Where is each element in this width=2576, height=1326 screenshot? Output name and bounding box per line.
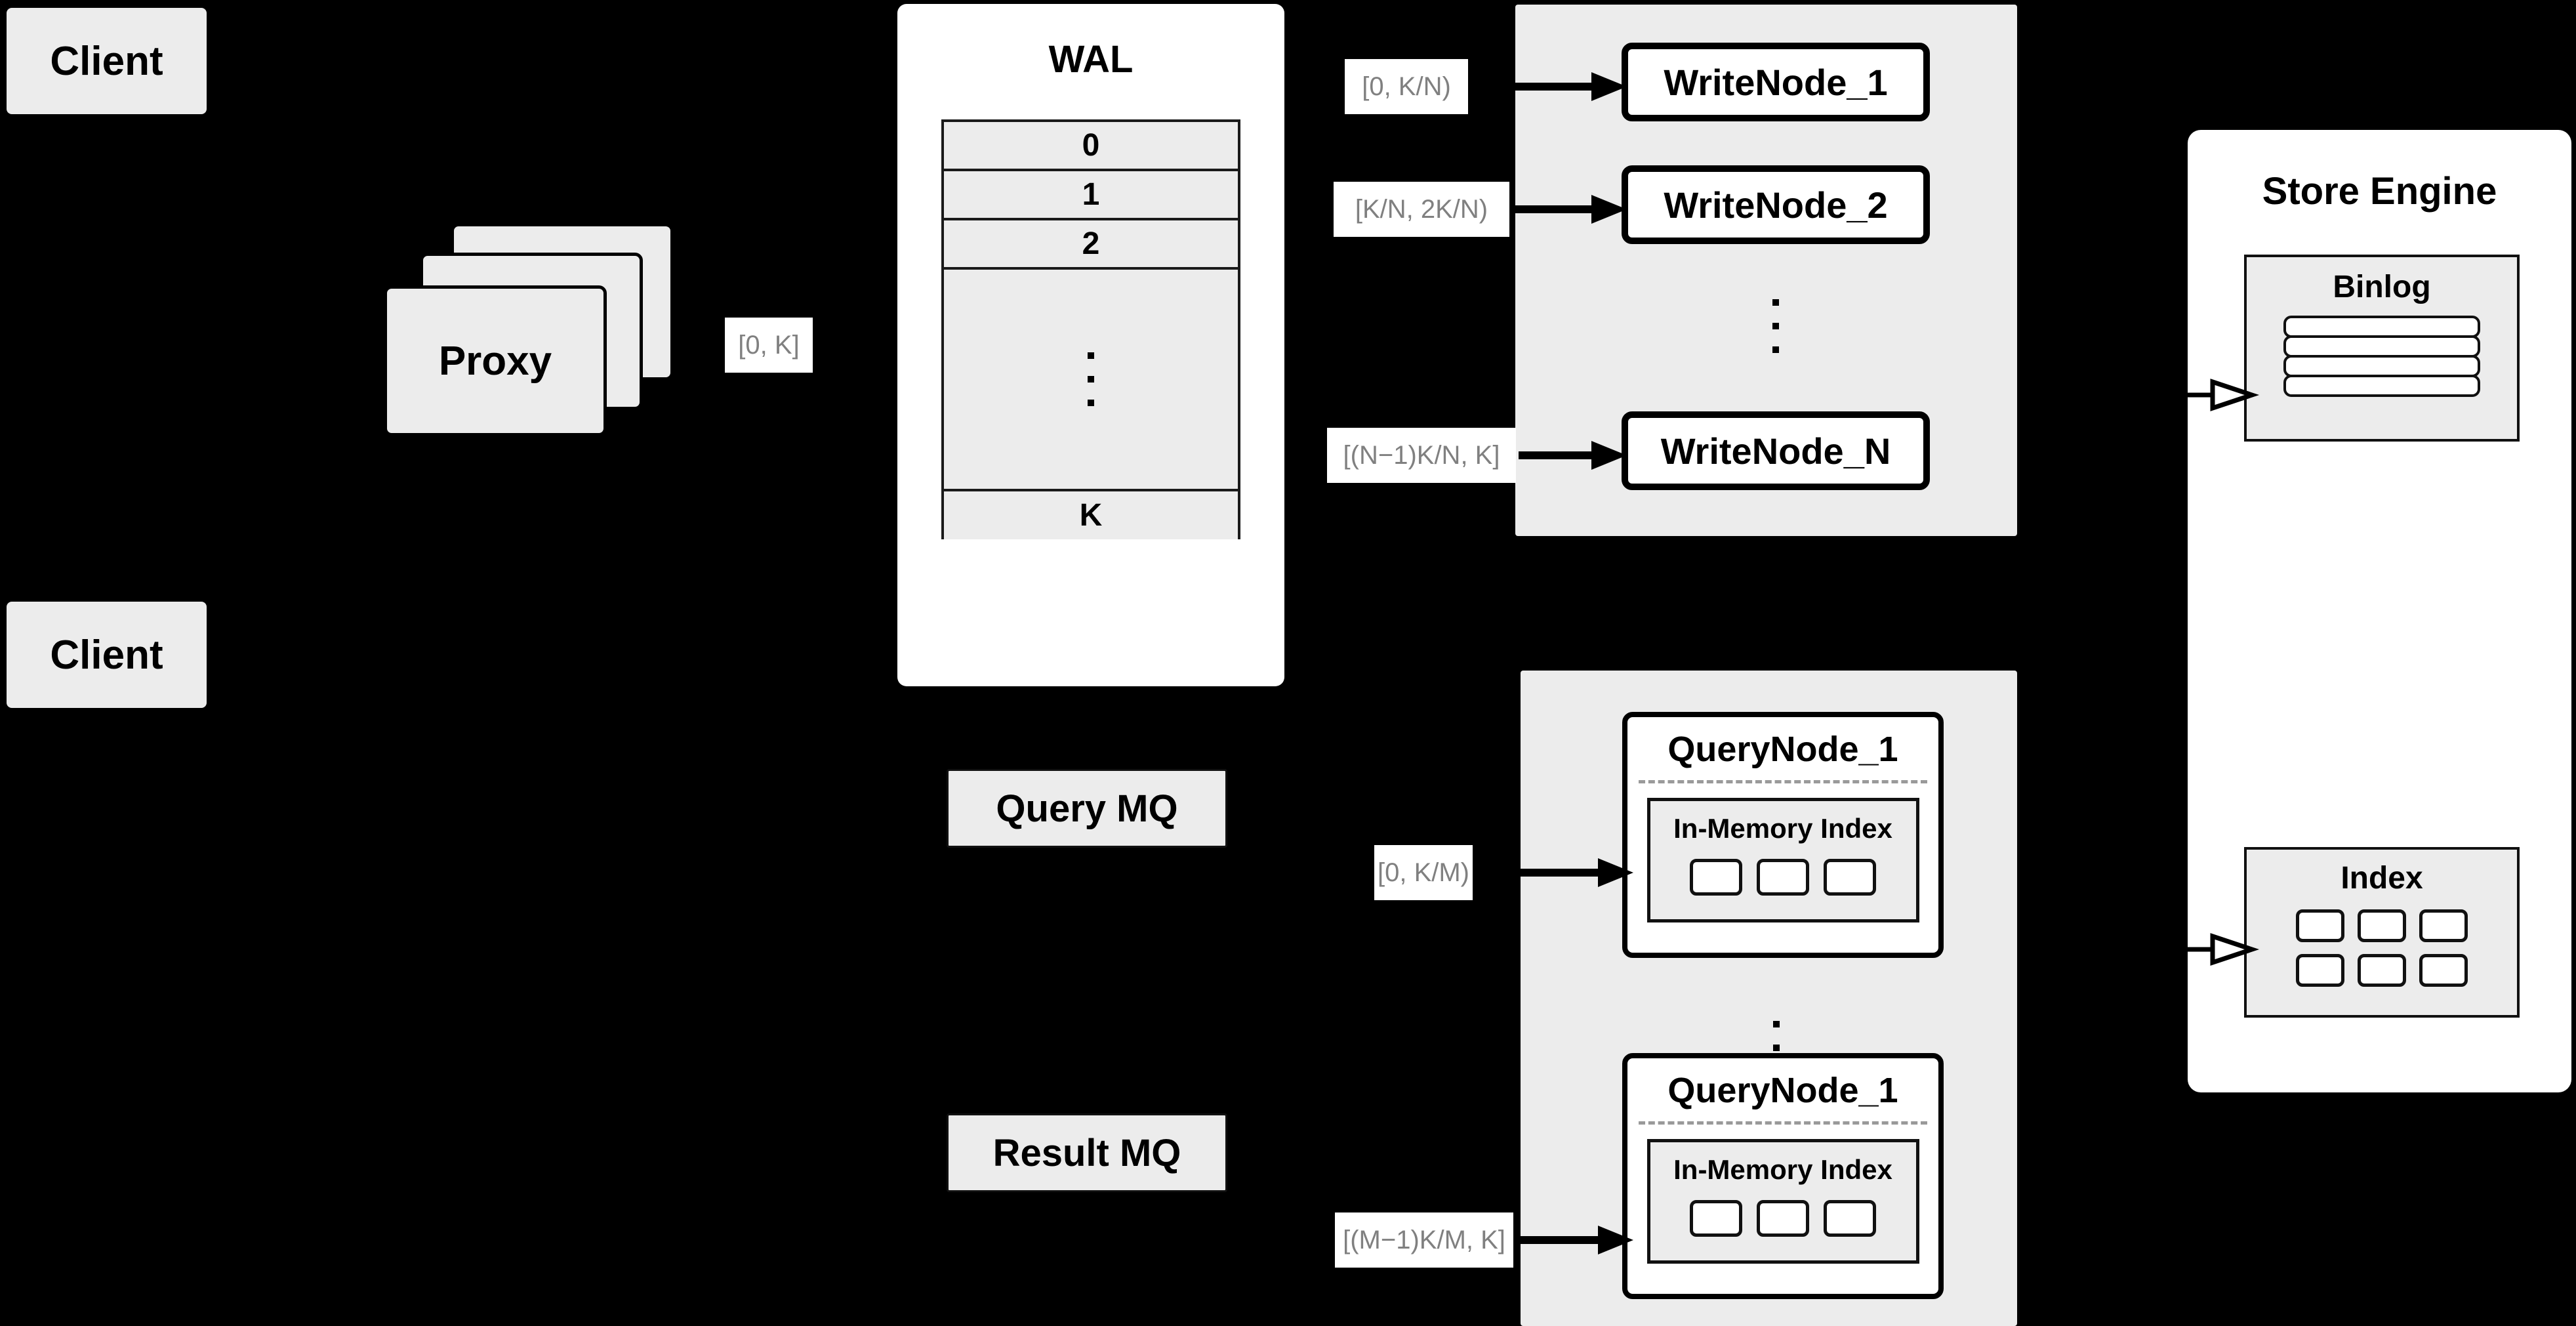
query-mq-label: Query MQ xyxy=(996,787,1178,830)
write-node-1-range-label: [0, K/N) xyxy=(1345,59,1468,114)
binlog-row xyxy=(2283,375,2480,397)
vertical-ellipsis-icon xyxy=(1088,352,1094,406)
query-node-2-index-title: In-Memory Index xyxy=(1673,1154,1892,1185)
index-cell xyxy=(2419,954,2468,987)
query-node-2-index-slots xyxy=(1690,1200,1876,1237)
arrow-to-binlog xyxy=(2186,379,2260,411)
index-slot xyxy=(1824,859,1876,896)
index-slot xyxy=(1690,859,1742,896)
index-slot xyxy=(1824,1200,1876,1237)
proxy-label: Proxy xyxy=(438,338,552,384)
wal-row-0: 0 xyxy=(944,122,1238,171)
index-slot xyxy=(1690,1200,1742,1237)
store-index-grid xyxy=(2296,909,2468,987)
index-cell xyxy=(2296,954,2344,987)
arrow-to-write-node-n xyxy=(1519,441,1627,470)
binlog-row xyxy=(2283,355,2480,377)
query-node-2-range-label: [(M−1)K/M, K] xyxy=(1335,1212,1513,1268)
binlog-panel: Binlog xyxy=(2244,255,2520,442)
result-mq-label: Result MQ xyxy=(992,1131,1181,1174)
write-cluster-ellipsis-icon xyxy=(1759,280,1792,372)
query-node-1-index-slots xyxy=(1690,859,1876,896)
query-node-1-in-memory-index: In-Memory Index xyxy=(1646,798,1919,922)
wal-row-1: 1 xyxy=(944,171,1238,220)
query-node-2[interactable]: QueryNode_1 In-Memory Index xyxy=(1622,1053,1944,1299)
wal-title: WAL xyxy=(1048,37,1134,81)
proxy-range-label: [0, K] xyxy=(725,318,813,373)
query-mq-box[interactable]: Query MQ xyxy=(947,769,1227,848)
index-cell xyxy=(2419,909,2468,942)
store-index-title: Index xyxy=(2341,861,2423,896)
write-node-2-range-label: [K/N, 2K/N) xyxy=(1334,182,1509,237)
wal-row-2: 2 xyxy=(944,220,1238,270)
client-label-1: Client xyxy=(50,38,163,84)
query-node-1-index-title: In-Memory Index xyxy=(1673,813,1892,844)
arrow-to-query-node-1 xyxy=(1476,858,1633,887)
query-node-1[interactable]: QueryNode_1 In-Memory Index xyxy=(1622,712,1944,958)
query-node-1-divider xyxy=(1639,780,1927,783)
binlog-title: Binlog xyxy=(2333,270,2431,304)
query-node-cluster: QueryNode_1 In-Memory Index QueryNode_1 … xyxy=(1521,671,2017,1326)
store-engine-title: Store Engine xyxy=(2262,170,2497,213)
arrow-to-store-index xyxy=(2186,933,2260,966)
query-node-2-divider xyxy=(1639,1121,1927,1125)
write-node-2[interactable]: WriteNode_2 xyxy=(1622,165,1930,244)
index-slot xyxy=(1757,859,1809,896)
binlog-row xyxy=(2283,316,2480,338)
wal-row-ellipsis xyxy=(944,270,1238,491)
store-engine-panel: Store Engine Binlog Index xyxy=(2188,130,2571,1092)
store-index-panel: Index xyxy=(2244,847,2520,1018)
arrow-to-write-node-1 xyxy=(1469,72,1627,101)
arrow-to-query-node-2 xyxy=(1515,1226,1633,1254)
result-mq-box[interactable]: Result MQ xyxy=(947,1113,1227,1192)
write-node-n[interactable]: WriteNode_N xyxy=(1622,411,1930,490)
query-node-2-label: QueryNode_1 xyxy=(1667,1071,1898,1110)
index-cell xyxy=(2358,909,2406,942)
query-node-2-in-memory-index: In-Memory Index xyxy=(1646,1139,1919,1264)
binlog-rows xyxy=(2283,316,2480,397)
index-cell xyxy=(2296,909,2344,942)
write-node-2-label: WriteNode_2 xyxy=(1664,184,1888,226)
binlog-row xyxy=(2283,335,2480,358)
client-box-1[interactable]: Client xyxy=(7,8,207,114)
wal-panel: WAL 0 1 2 K xyxy=(897,4,1284,686)
wal-entry-table: 0 1 2 K xyxy=(941,119,1240,539)
query-node-1-label: QueryNode_1 xyxy=(1667,730,1898,769)
write-node-n-label: WriteNode_N xyxy=(1660,430,1891,472)
write-node-1-label: WriteNode_1 xyxy=(1664,61,1888,103)
index-cell xyxy=(2358,954,2406,987)
write-node-1[interactable]: WriteNode_1 xyxy=(1622,43,1930,121)
arrow-to-write-node-2 xyxy=(1512,195,1627,224)
write-node-n-range-label: [(N−1)K/N, K] xyxy=(1327,428,1516,483)
client-box-2[interactable]: Client xyxy=(7,602,207,708)
index-slot xyxy=(1757,1200,1809,1237)
query-node-1-range-label: [0, K/M) xyxy=(1374,845,1473,900)
proxy-card-front[interactable]: Proxy xyxy=(384,285,607,436)
client-label-2: Client xyxy=(50,632,163,678)
wal-row-k: K xyxy=(944,491,1238,539)
